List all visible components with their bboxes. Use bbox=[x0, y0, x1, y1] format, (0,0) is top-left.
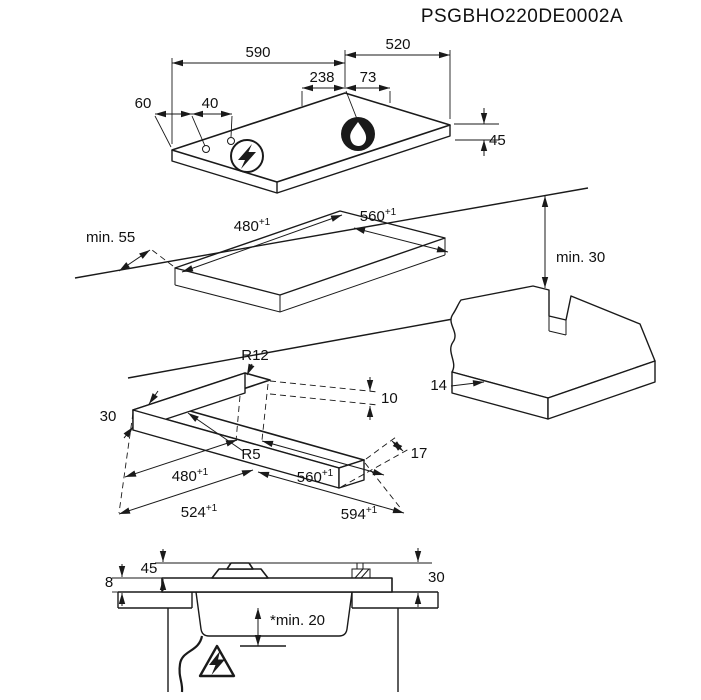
burner-cap-profile bbox=[226, 562, 254, 570]
dim-support-height: 45 bbox=[141, 549, 167, 591]
lightning-icon bbox=[238, 144, 256, 169]
dim-outer-radius: R12 bbox=[241, 347, 269, 376]
dim-hob-width: 590 bbox=[172, 44, 345, 67]
dim-outer-radius-label: R12 bbox=[241, 347, 269, 364]
dim-hob-width-label: 590 bbox=[245, 44, 270, 61]
dim-burner-offsets: 238 73 bbox=[301, 69, 391, 120]
electrical-warning bbox=[198, 644, 236, 678]
dim-support-height-label: 45 bbox=[141, 560, 158, 577]
cutout-depth-edges bbox=[174, 238, 446, 313]
dim-overhang-label: 17 bbox=[411, 445, 428, 462]
worktop-corner-piece: 14 bbox=[430, 285, 656, 420]
svg-text:480+1: 480+1 bbox=[172, 467, 209, 485]
dim-height-above-label: 30 bbox=[428, 569, 445, 586]
dim-side-offsets: 60 40 bbox=[135, 95, 233, 148]
power-cable bbox=[178, 635, 204, 693]
corner-piece-notch-walls bbox=[548, 316, 567, 336]
connection-box bbox=[351, 562, 371, 579]
corner-piece-front-right-face bbox=[547, 360, 656, 420]
dim-hob-height-label: 45 bbox=[489, 132, 506, 149]
corner-piece-top bbox=[450, 285, 656, 399]
dim-side-offset-b-label: 40 bbox=[202, 95, 219, 112]
hob-thickness-edges bbox=[171, 125, 451, 194]
dim-side-offset-a-label: 60 bbox=[135, 95, 152, 112]
dim-clearance-below-label: *min. 20 bbox=[270, 612, 325, 629]
dim-hob-depth-label: 520 bbox=[385, 36, 410, 53]
glass-panel-section bbox=[161, 577, 393, 593]
dim-rear-clearance: min. 30 bbox=[541, 196, 605, 288]
worktop-section bbox=[117, 592, 439, 609]
dim-burner-offset-a-label: 238 bbox=[309, 69, 334, 86]
dim-glass-thickness-label: 8 bbox=[105, 574, 113, 591]
dim-hob-depth: 520 bbox=[345, 36, 450, 59]
glass-corner-detail: R12 R5 30 10 17 bbox=[100, 347, 428, 523]
svg-text:524+1: 524+1 bbox=[181, 503, 218, 521]
svg-text:560+1: 560+1 bbox=[360, 207, 397, 225]
dim-rear-clearance-label: min. 30 bbox=[556, 249, 605, 266]
dim-height-above: 30 bbox=[414, 548, 445, 607]
dim-burner-offset-b-label: 73 bbox=[360, 69, 377, 86]
dim-cutout-width-2-label: 480 bbox=[172, 468, 197, 485]
drawing-title: PSGBHO220DE0002A bbox=[421, 6, 623, 27]
dim-glass-step: 10 bbox=[269, 377, 398, 420]
dim-cutout-depth-label: 560 bbox=[360, 208, 385, 225]
warning-lightning-icon bbox=[209, 651, 225, 675]
dim-glass-depth: 594+1 bbox=[257, 471, 405, 523]
dim-cutout-width-label: 480 bbox=[234, 218, 259, 235]
dim-edge-width-label: 30 bbox=[100, 408, 117, 425]
svg-text:480+1: 480+1 bbox=[234, 217, 271, 235]
dim-glass-width-label: 524 bbox=[181, 504, 206, 521]
dim-glass-step-label: 10 bbox=[381, 390, 398, 407]
burner-profile bbox=[211, 568, 269, 579]
flame-icon bbox=[350, 122, 367, 146]
dim-corner-14: 14 bbox=[430, 377, 485, 394]
svg-text:594+1: 594+1 bbox=[341, 505, 378, 523]
dim-cutout-depth: 560+1 bbox=[353, 207, 449, 253]
dim-inner-radius-label: R5 bbox=[241, 446, 260, 463]
igniter-dot bbox=[227, 137, 235, 145]
dim-corner-14-label: 14 bbox=[430, 377, 447, 394]
dim-front-clearance-label: min. 55 bbox=[86, 229, 135, 246]
dim-cutout-width: 480+1 bbox=[181, 214, 343, 273]
dim-front-clearance: min. 55 bbox=[86, 229, 174, 272]
hob-body-section bbox=[195, 591, 353, 637]
worktop-rear-edge bbox=[74, 187, 589, 279]
dim-glass-thickness: 8 bbox=[105, 564, 162, 606]
dim-hob-height: 45 bbox=[454, 108, 506, 156]
worktop-front-edge bbox=[127, 318, 454, 379]
dim-glass-depth-label: 594 bbox=[341, 506, 366, 523]
igniter-dot bbox=[202, 145, 210, 153]
top-view: 590 520 238 73 60 40 bbox=[135, 36, 506, 194]
dim-edge-width: 30 bbox=[100, 390, 159, 439]
section-view: *min. 20 45 8 30 bbox=[105, 548, 445, 693]
dim-glass-width: 524+1 bbox=[118, 469, 254, 521]
worktop-cutout-view: 480+1 560+1 min. 55 min. 30 bbox=[74, 187, 605, 379]
dim-clearance-below: *min. 20 bbox=[254, 608, 325, 646]
